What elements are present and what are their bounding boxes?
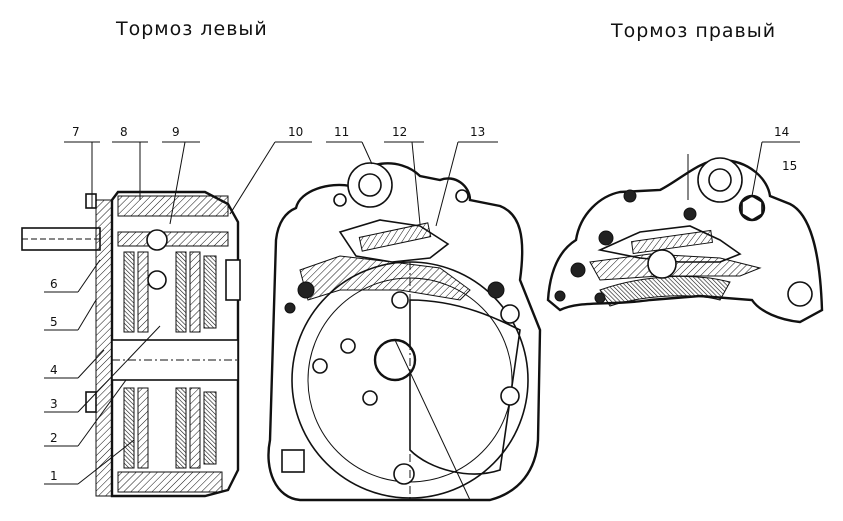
left-brake-title: Тормоз левый bbox=[116, 18, 268, 40]
callout-14: 14 bbox=[774, 125, 789, 139]
callout-11: 11 bbox=[334, 125, 349, 139]
callout-leaders bbox=[44, 141, 800, 485]
callout-numbers: 7 8 9 10 11 12 13 14 15 6 5 4 3 2 1 bbox=[50, 125, 797, 483]
callout-5: 5 bbox=[50, 315, 58, 329]
callout-12: 12 bbox=[392, 125, 407, 139]
left-brake-end-view bbox=[267, 162, 542, 502]
right-brake-end-view bbox=[546, 154, 824, 324]
callout-8: 8 bbox=[120, 125, 128, 139]
callout-9: 9 bbox=[172, 125, 180, 139]
callout-13: 13 bbox=[470, 125, 485, 139]
callout-3: 3 bbox=[50, 397, 58, 411]
left-brake-section bbox=[21, 190, 241, 498]
callout-4: 4 bbox=[50, 363, 58, 377]
right-brake-title: Тормоз правый bbox=[611, 20, 777, 42]
callout-2: 2 bbox=[50, 431, 58, 445]
callout-1: 1 bbox=[50, 469, 58, 483]
callout-7: 7 bbox=[72, 125, 80, 139]
callout-10: 10 bbox=[288, 125, 303, 139]
callout-15: 15 bbox=[782, 159, 797, 173]
callout-6: 6 bbox=[50, 277, 58, 291]
